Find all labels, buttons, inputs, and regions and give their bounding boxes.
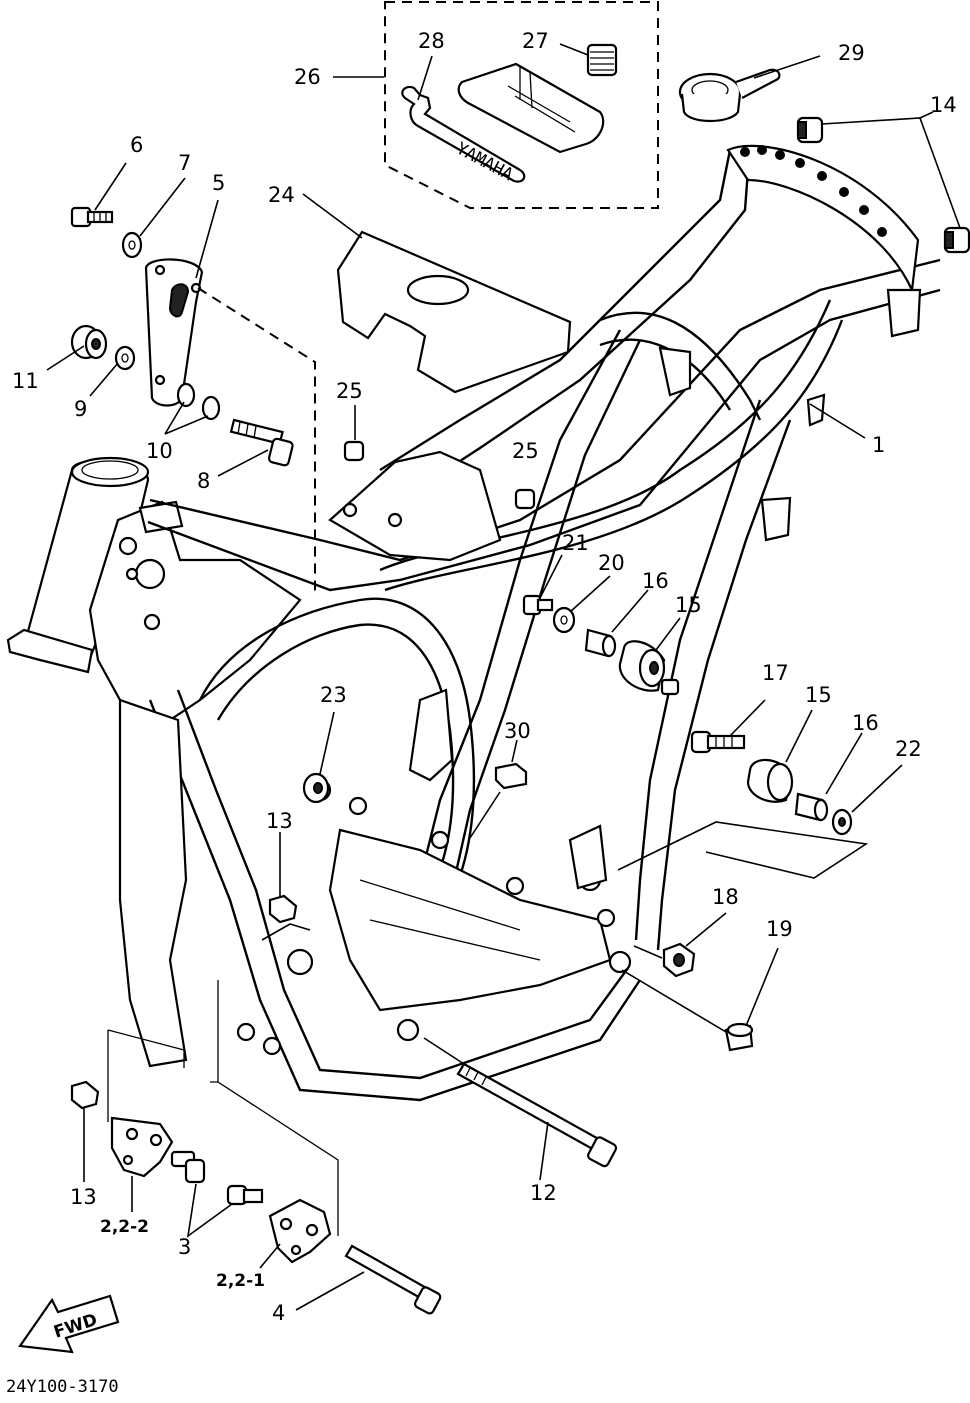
callout-16-upper: 16 [642,569,669,593]
nut-icon [268,894,298,924]
callout-11: 11 [12,369,39,393]
collar-icon [302,772,330,804]
callout-7: 7 [178,151,191,175]
callout-15-upper: 15 [675,593,702,617]
rubber-damper-icon [746,758,794,803]
collar-icon [794,792,829,822]
callout-15-lower: 15 [805,683,832,707]
callout-28: 28 [418,29,445,53]
callout-21: 21 [562,531,589,555]
callout-9: 9 [74,397,87,421]
callout-6: 6 [130,133,143,157]
fwd-arrow-icon: FWD [18,1294,120,1354]
main-frame [6,144,941,1102]
bolt-icon [226,1184,264,1206]
callout-20: 20 [598,551,625,575]
mount-bolt-icon [690,730,746,754]
rubber-damper-icon [618,640,666,692]
frame-end-cap-icon [796,116,824,144]
callout-13-lower: 13 [70,1185,97,1209]
washer-icon [114,345,136,371]
bracket-plate-icon [144,258,204,407]
callout-3: 3 [178,1235,191,1259]
grommet-icon [343,440,365,462]
spanner-wrench-icon [401,85,526,183]
front-downtube-lower-icon [118,698,188,1068]
collar-nut-icon [70,324,108,360]
engine-bracket-right-icon [268,1198,332,1264]
nut-icon [662,942,696,978]
callout-29: 29 [838,41,865,65]
frame-end-cap-icon [943,226,970,254]
callout-13-upper: 13 [266,809,293,833]
callout-8: 8 [197,469,210,493]
washer-icon [176,382,196,408]
engine-cradle-icon [328,828,612,1012]
long-bolt-icon [229,418,294,467]
rear-loop-icon [726,144,920,295]
tank-mount-bracket-icon [328,450,502,562]
callout-24: 24 [268,183,295,207]
callout-23: 23 [320,683,347,707]
callout-22: 22 [895,737,922,761]
callout-1: 1 [872,433,885,457]
plug-icon [586,43,618,77]
bracket-slot-icon [168,283,190,318]
callout-17: 17 [762,661,789,685]
callout-30: 30 [504,719,531,743]
callout-2-2-1: 2,2-1 [216,1271,265,1291]
callout-12: 12 [530,1181,557,1205]
callout-5: 5 [212,171,225,195]
frame-plug-icon [724,1022,754,1052]
frame-gusset-icon [88,500,302,722]
tool-bag-icon [457,62,605,154]
bolt-icon [170,1150,206,1184]
clamp-icon [494,762,528,790]
washer-icon [552,606,576,634]
washer-icon [121,231,143,259]
tool-kit-dashed-outline [384,1,659,209]
callout-10: 10 [146,439,173,463]
engine-mount-bolt-icon [456,1062,618,1168]
small-bolt-icon [522,594,554,616]
callout-18: 18 [712,885,739,909]
diagram-code: 24Y100-3170 [6,1377,119,1397]
washer-icon [201,395,221,421]
callout-27: 27 [522,29,549,53]
long-bolt-icon [344,1244,442,1315]
callout-16-lower: 16 [852,711,879,735]
grommet-icon [514,488,536,510]
callout-4: 4 [272,1301,285,1325]
brand-mark-text: YAMAHA [453,139,517,185]
side-cover-plate-icon [336,230,572,394]
nut-icon [70,1080,100,1110]
engine-bracket-left-icon [110,1116,174,1178]
fuel-cap-icon [678,68,781,122]
bolt-icon [70,206,114,228]
callout-26: 26 [294,65,321,89]
collar-icon [584,628,617,658]
callout-19: 19 [766,917,793,941]
callout-25-left: 25 [336,379,363,403]
callout-14: 14 [930,93,957,117]
callout-25-right: 25 [512,439,539,463]
callout-2-2-2: 2,2-2 [100,1217,149,1237]
